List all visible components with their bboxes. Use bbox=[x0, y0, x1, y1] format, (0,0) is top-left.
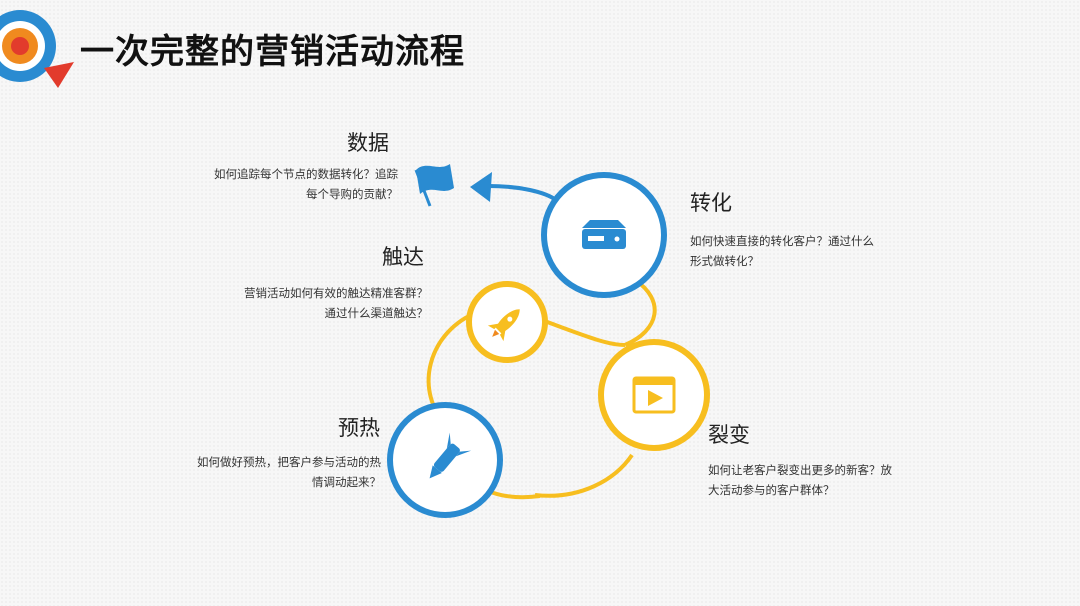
stage-title-warmup: 预热 bbox=[338, 416, 380, 440]
stage-desc-line: 大活动参与的客户群体？ bbox=[708, 483, 835, 497]
stage-desc-warmup: 如何做好预热，把客户参与活动的热 情调动起来？ bbox=[111, 452, 381, 492]
hard-drive-icon bbox=[582, 220, 626, 249]
stage-desc-data: 如何追踪每个节点的数据转化？追踪 每个导购的贡献？ bbox=[128, 164, 398, 204]
page-title: 一次完整的营销活动流程 bbox=[80, 32, 465, 72]
stage-title-convert: 转化 bbox=[690, 191, 732, 215]
stage-title-reach: 触达 bbox=[382, 245, 424, 269]
stage-desc-line: 情调动起来？ bbox=[312, 475, 381, 489]
stage-node-warmup bbox=[387, 402, 503, 518]
stage-desc-convert: 如何快速直接的转化客户？通过什么 形式做转化？ bbox=[690, 231, 960, 271]
stage-node-reach bbox=[466, 281, 548, 363]
stage-desc-line: 如何让老客户裂变出更多的新客？放 bbox=[708, 463, 892, 477]
stage-desc-line: 形式做转化？ bbox=[690, 254, 759, 268]
blue-return-arrow-line bbox=[487, 184, 558, 202]
yellow-loop-connector bbox=[426, 278, 657, 498]
rocket-icon bbox=[487, 309, 520, 342]
flag-icon bbox=[414, 164, 454, 207]
stage-desc-line: 如何快速直接的转化客户？通过什么 bbox=[690, 234, 874, 248]
stage-node-fission bbox=[598, 339, 710, 451]
stage-desc-reach: 营销活动如何有效的触达精准客群？ 通过什么渠道触达？ bbox=[158, 283, 428, 323]
stage-node-convert bbox=[541, 172, 667, 298]
stage-title-fission: 裂变 bbox=[708, 423, 750, 447]
stage-desc-fission: 如何让老客户裂变出更多的新客？放 大活动参与的客户群体？ bbox=[708, 460, 978, 500]
stage-desc-line: 如何追踪每个节点的数据转化？追踪 bbox=[214, 167, 398, 181]
stage-desc-line: 通过什么渠道触达？ bbox=[324, 306, 429, 320]
stage-desc-line: 如何做好预热，把客户参与活动的热 bbox=[197, 455, 381, 469]
stage-desc-line: 营销活动如何有效的触达精准客群？ bbox=[244, 286, 428, 300]
blue-arrow-head-icon bbox=[470, 172, 492, 202]
play-video-icon bbox=[632, 376, 676, 414]
stage-desc-line: 每个导购的贡献？ bbox=[306, 187, 398, 201]
stage-title-data: 数据 bbox=[347, 131, 389, 155]
target-logo-icon bbox=[0, 10, 74, 88]
